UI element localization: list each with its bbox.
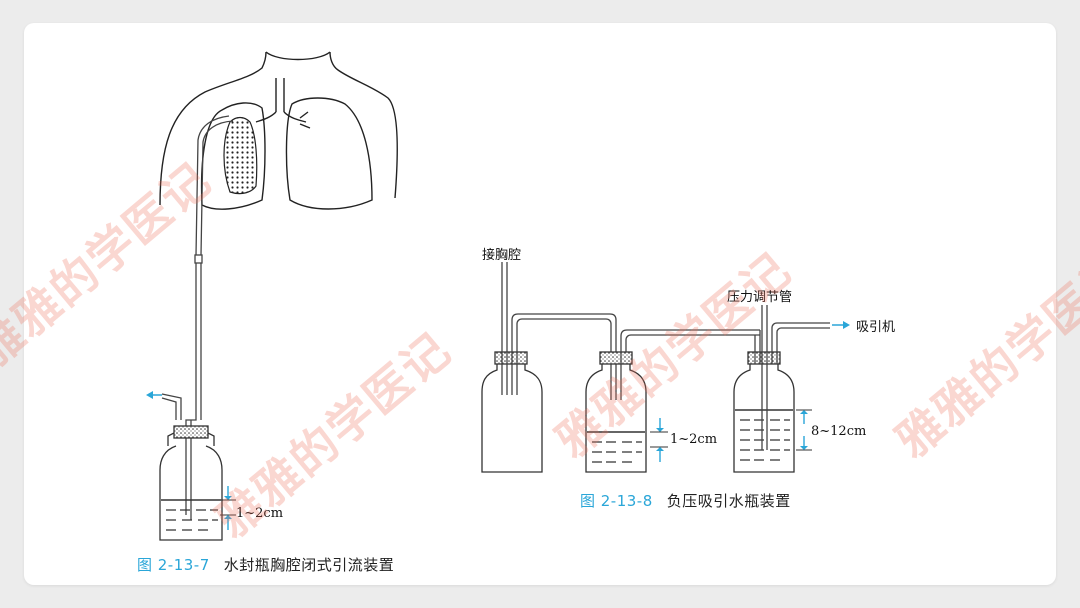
vent-arrow [146, 391, 162, 399]
figure1-number: 图 2-13-7 [137, 556, 210, 574]
collection-bottle [481, 351, 543, 473]
suction-machine-label: 吸引机 [856, 320, 896, 335]
pressure-regulator-label: 压力调节管 [727, 290, 793, 305]
level-indicator-3 [796, 409, 812, 451]
figure2-number: 图 2-13-8 [580, 492, 653, 510]
water-seal-bottle [159, 425, 223, 541]
water-seal-bottle-2 [585, 329, 760, 473]
level-indicator-1 [220, 486, 236, 530]
level-label-fig1: 1~2cm [236, 506, 284, 521]
torso-outline [159, 51, 398, 206]
figure2-title: 负压吸引水瓶装置 [666, 492, 791, 510]
level-indicator-2 [650, 418, 668, 462]
figure1-caption: 图 2-13-7 水封瓶胸腔闭式引流装置 [137, 554, 394, 575]
collapsed-lung [223, 116, 258, 195]
drainage-tube [161, 115, 234, 520]
chest-inlet-tube [501, 262, 617, 400]
suction-arrow [832, 321, 850, 329]
figure1-title: 水封瓶胸腔闭式引流装置 [223, 556, 395, 574]
chest-connection-label: 接胸腔 [482, 248, 522, 263]
level-label-fig2-a: 1~2cm [670, 432, 718, 447]
figure2-caption: 图 2-13-8 负压吸引水瓶装置 [580, 490, 791, 511]
pressure-regulating-bottle [733, 305, 830, 473]
level-label-fig2-b: 8~12cm [811, 424, 867, 439]
